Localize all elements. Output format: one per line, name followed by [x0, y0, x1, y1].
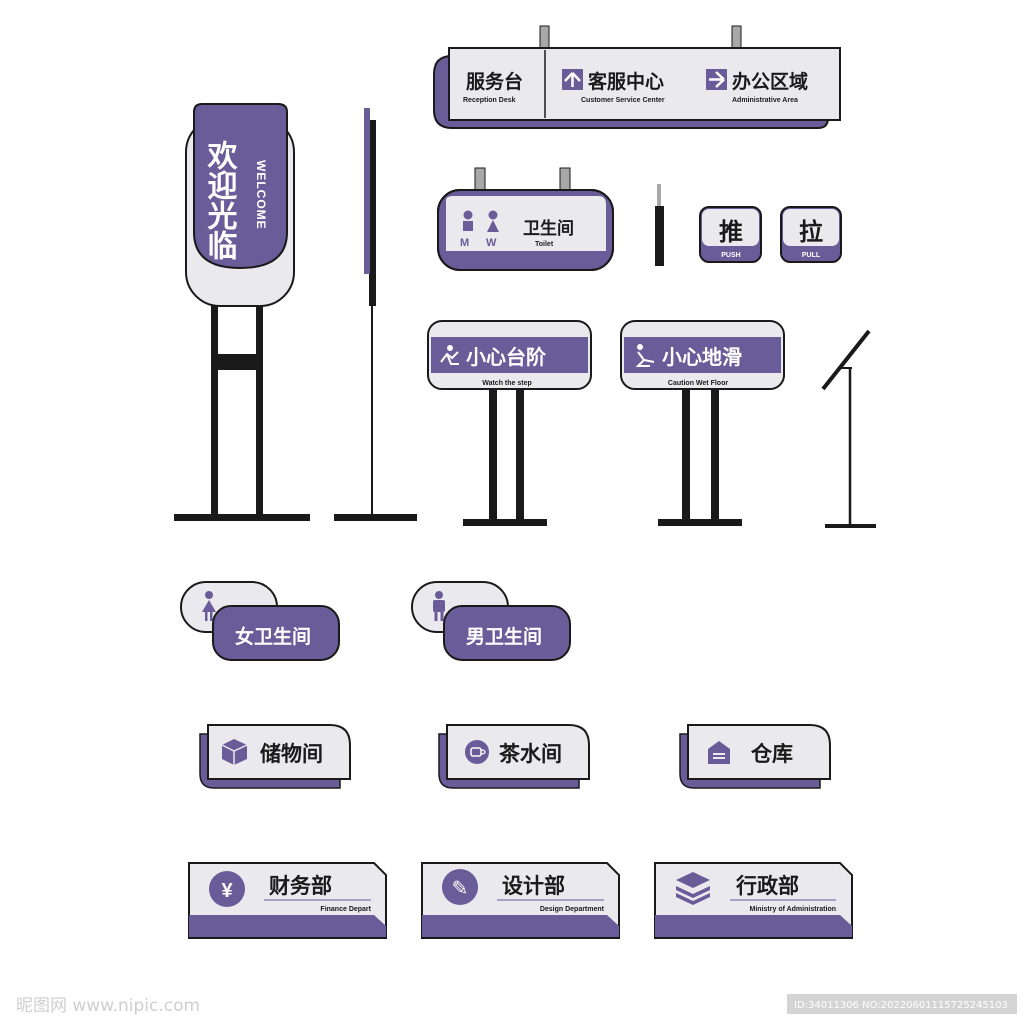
lectern-stand — [821, 329, 876, 528]
dept-cn: 财务部 — [269, 874, 332, 898]
hanging-item-en: Reception Desk — [463, 97, 516, 104]
stand-en: Caution Wet Floor — [668, 380, 728, 387]
toilet-sign: M W 卫生间 Toilet — [437, 167, 614, 271]
hanging-item-en: Customer Service Center — [581, 97, 665, 104]
room-cn: 仓库 — [750, 742, 793, 766]
room-cn: 茶水间 — [499, 742, 562, 766]
push-en: PUSH — [721, 252, 740, 259]
restroom-cn: 男卫生间 — [466, 625, 542, 648]
slipping-person-icon — [635, 344, 655, 367]
push-sign: 推 PUSH — [699, 206, 762, 263]
watermark-right: ID:34011306 NO:20220601115725245103 — [794, 1000, 1008, 1011]
hanging-item-cn: 办公区域 — [732, 70, 808, 93]
design-dept-sign: ✎ 设计部 Design Department — [421, 862, 620, 939]
dept-en: Finance Depart — [320, 906, 371, 913]
watermark-left: 昵图网 www.nipic.com — [16, 996, 200, 1016]
hanging-item-cn: 客服中心 — [588, 70, 664, 93]
pull-en: PULL — [802, 252, 821, 259]
welcome-en: WELCOME — [254, 160, 268, 230]
welcome-cn: 欢迎光临 — [202, 140, 239, 260]
tea-room-sign: 茶水间 — [438, 724, 590, 789]
falling-person-icon — [440, 345, 459, 365]
warehouse-icon — [708, 741, 730, 764]
cup-icon — [465, 740, 489, 764]
pull-sign: 拉 PULL — [780, 206, 842, 263]
watch-step-stand: 小心台阶 Watch the step — [427, 320, 592, 526]
man-icon — [463, 210, 473, 231]
stand-cn: 小心台阶 — [466, 345, 547, 369]
stand-cn: 小心地滑 — [662, 345, 742, 369]
dept-en: Design Department — [540, 906, 605, 913]
small-post — [655, 184, 664, 266]
finance-dept-sign: ¥ 财务部 Finance Depart — [188, 862, 387, 939]
toilet-m: M — [460, 237, 469, 249]
stand-en: Watch the step — [482, 380, 532, 387]
push-cn: 推 — [719, 218, 743, 246]
dept-cn: 行政部 — [735, 874, 799, 898]
pull-cn: 拉 — [799, 218, 823, 246]
women-restroom-sign: 女卫生间 — [180, 581, 340, 661]
restroom-cn: 女卫生间 — [235, 625, 311, 648]
woman-icon — [487, 210, 499, 232]
svg-text:¥: ¥ — [221, 880, 233, 902]
admin-dept-sign: 行政部 Ministry of Administration — [654, 862, 853, 939]
arrow-up-icon — [562, 69, 583, 90]
arrow-right-icon — [706, 69, 727, 90]
box-icon — [221, 739, 248, 765]
welcome-standing-sign: 欢迎光临 WELCOME — [174, 103, 310, 521]
layers-icon — [676, 872, 710, 905]
dept-cn: 设计部 — [502, 874, 565, 898]
flag-pole-sign — [334, 108, 417, 521]
men-restroom-sign: 男卫生间 — [411, 581, 571, 661]
woman-icon — [202, 591, 216, 621]
hanging-direction-sign: 服务台 Reception Desk 客服中心 Customer Service… — [433, 25, 841, 129]
toilet-cn: 卫生间 — [523, 218, 574, 239]
hanging-item-cn: 服务台 — [466, 70, 523, 93]
man-icon — [433, 591, 445, 621]
yuan-icon: ¥ — [209, 871, 245, 907]
storage-room-sign: 储物间 — [199, 724, 351, 789]
room-cn: 储物间 — [260, 742, 323, 766]
dept-en: Ministry of Administration — [750, 906, 836, 913]
toilet-en: Toilet — [535, 241, 554, 248]
pencil-icon: ✎ — [442, 869, 478, 905]
svg-text:✎: ✎ — [452, 876, 469, 900]
wet-floor-stand: 小心地滑 Caution Wet Floor — [620, 320, 785, 526]
warehouse-sign: 仓库 — [679, 724, 831, 789]
toilet-w: W — [486, 237, 497, 249]
hanging-item-en: Administrative Area — [732, 97, 798, 104]
